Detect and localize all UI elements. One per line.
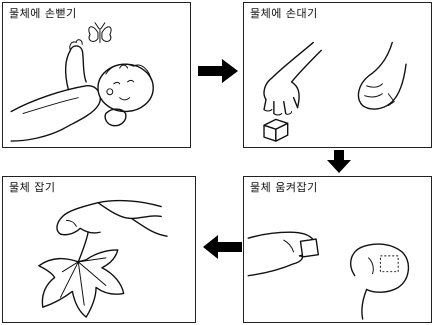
panel-reach: 물체에 손뻗기 <box>2 2 191 148</box>
box-icon <box>263 118 289 142</box>
panel-title-reach: 물체에 손뻗기 <box>9 7 77 20</box>
panel-touch: 물체에 손대기 <box>243 2 432 148</box>
panel-title-touch: 물체에 손대기 <box>250 7 318 20</box>
baby-reaching-illustration <box>10 22 154 142</box>
panel-title-grasp: 물체 움켜잡기 <box>250 181 318 194</box>
panel-title-hold: 물체 잡기 <box>9 181 56 194</box>
arrow-right-icon <box>198 59 238 83</box>
hand-holding-leaf-illustration <box>38 199 168 318</box>
panel-grasp: 물체 움켜잡기 <box>243 176 432 323</box>
arrow-down-icon <box>327 150 351 173</box>
hands-grasping-illustration <box>247 231 410 320</box>
panel-hold: 물체 잡기 <box>2 176 196 323</box>
butterfly-icon <box>88 22 112 43</box>
hands-touching-illustration <box>263 41 407 142</box>
arrow-left-icon <box>203 235 242 259</box>
